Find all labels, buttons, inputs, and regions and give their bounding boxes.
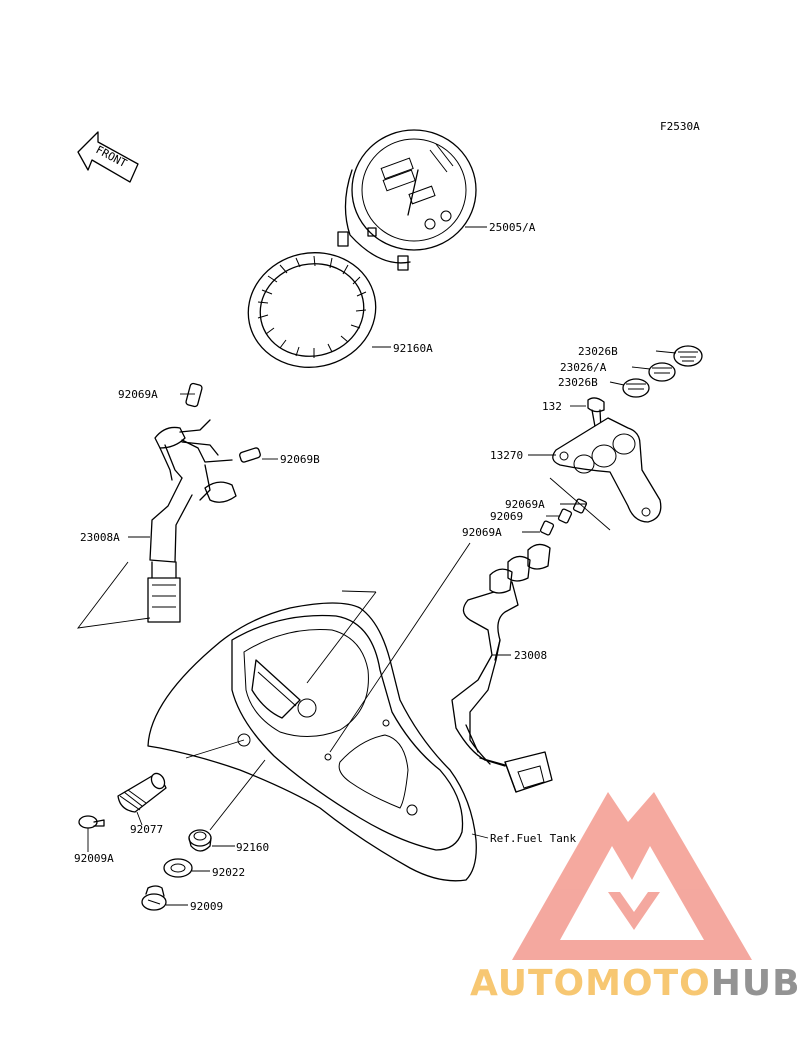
part-label-23026b-bottom: 23026B [558,376,598,389]
part-label-92077: 92077 [130,823,163,836]
screw-92009a [78,815,105,829]
meter-ring [247,252,377,368]
part-label-25005a: 25005/A [489,221,536,234]
ref-fuel-tank-label: Ref.Fuel Tank [490,832,576,845]
logo-text-part2: HUB [711,963,800,1004]
part-label-23008a: 23008A [80,531,120,544]
part-label-92069a-left: 92069A [118,388,158,401]
front-label: FRONT [94,143,130,170]
fuel-tank-cover [147,602,477,882]
part-label-23008: 23008 [514,649,547,662]
logo-triangle-icon [512,792,752,960]
part-label-92069a-right-bottom: 92069A [462,526,502,539]
part-label-92069: 92069 [490,510,523,523]
part-label-23026a: 23026/A [560,361,607,374]
part-label-92069a-right-top: 92069A [505,498,545,511]
part-label-92069b: 92069B [280,453,320,466]
part-label-132: 132 [542,400,562,413]
part-label-13270: 13270 [490,449,523,462]
part-label-92009a: 92009A [74,852,114,865]
screw-92009 [141,885,167,911]
part-label-92160a: 92160A [393,342,433,355]
indicator-bracket [552,417,662,523]
part-label-92022: 92022 [212,866,245,879]
part-label-23026b-top: 23026B [578,345,618,358]
automotohub-logo: AUTOMOTOHUB [470,792,800,1004]
logo-text-automoto: AUTOMOTOHUB [470,963,800,1004]
indicator-caps [622,345,703,398]
right-meter-harness [451,498,588,793]
part-label-92009: 92009 [190,900,223,913]
front-arrow-icon: FRONT [77,131,139,183]
diagram-code: F2530A [660,120,700,133]
grommet-92077 [117,772,167,813]
left-meter-harness [147,382,261,623]
bushing-92160 [188,829,212,852]
part-label-92160: 92160 [236,841,269,854]
speedometer-assembly [337,129,477,271]
logo-text-part1: AUTOMOTO [470,963,711,1004]
washer-92022 [163,858,193,878]
